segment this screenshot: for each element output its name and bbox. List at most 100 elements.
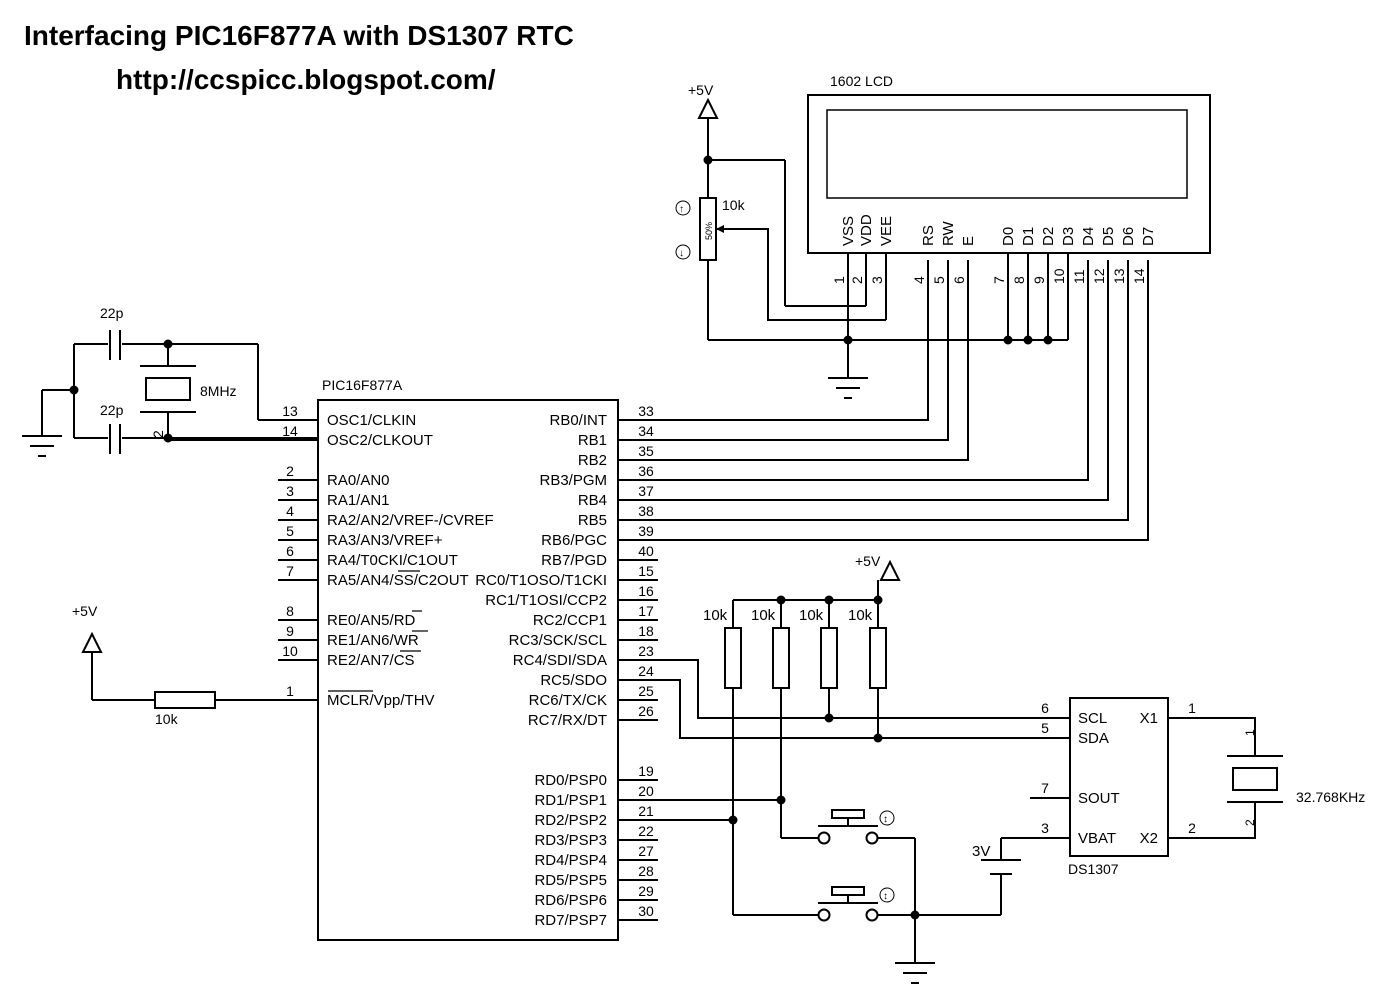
mcu-pin-number: 26 xyxy=(638,703,654,719)
lcd-pin-label: D3 xyxy=(1060,227,1077,246)
vcc-label-pullup: +5V xyxy=(855,553,881,569)
lcd-pin-label: VDD xyxy=(858,214,875,246)
mcu-left-pins: 13OSC1/CLKIN14OSC2/CLKOUT2RA0/AN03RA1/AN… xyxy=(168,403,494,709)
mcu-pin-number: 16 xyxy=(638,583,654,599)
lcd-pin-label: D6 xyxy=(1120,227,1137,246)
mcu-pin-label: OSC2/CLKOUT xyxy=(327,432,433,449)
mcu-pin-label: RA4/T0CKI/C1OUT xyxy=(327,552,458,569)
mcu-right-pins: 33RB0/INT34RB135RB236RB3/PGM37RB438RB539… xyxy=(475,403,658,929)
mcu-pin-label: RE1/AN6/WR xyxy=(327,632,419,649)
lcd-pin-d2: D29 xyxy=(1031,227,1057,284)
rtc-pin-label: SDA xyxy=(1078,730,1109,747)
ground-symbol-buttons xyxy=(895,962,935,984)
mcu-pin-label: RA0/AN0 xyxy=(327,472,390,489)
mcu-pin-label: RD1/PSP1 xyxy=(534,792,607,809)
mcu-pin-number: 29 xyxy=(638,883,654,899)
lcd-pin-number: 13 xyxy=(1111,268,1127,284)
mcu-pin-label: RB3/PGM xyxy=(539,472,607,489)
mcu-pin-number: 40 xyxy=(638,543,654,559)
pot-setting: 50% xyxy=(704,222,714,240)
rtc-pin-number: 7 xyxy=(1041,780,1049,796)
crystal-rtc xyxy=(1232,767,1278,791)
vcc-label-mclr: +5V xyxy=(72,603,98,619)
lcd-pin-label: D2 xyxy=(1040,227,1057,246)
lcd-pin-d0: D07 xyxy=(991,227,1017,284)
cap-bottom-value: 22p xyxy=(100,402,124,418)
pot-value: 10k xyxy=(722,197,746,213)
pullup-value: 10k xyxy=(848,607,873,624)
vcc-label-lcd: +5V xyxy=(688,82,714,98)
mcu-pin-label: RA3/AN3/VREF+ xyxy=(327,532,443,549)
mcu-pin-number: 8 xyxy=(286,603,294,619)
lcd-pin-label: D4 xyxy=(1080,227,1097,246)
mcu-pin-label: RC5/SDO xyxy=(540,672,607,689)
mcu-pin-label: RC4/SDI/SDA xyxy=(513,652,607,669)
pullup-value: 10k xyxy=(751,607,776,624)
mcu-pin-number: 20 xyxy=(638,783,654,799)
rtc-pin-label: X1 xyxy=(1140,710,1158,727)
lcd-pin-rs: RS4 xyxy=(911,225,937,284)
pullup-resistor: 10k xyxy=(848,600,887,689)
lcd-pin-number: 8 xyxy=(1011,276,1027,284)
mcu-pin-label: RC2/CCP1 xyxy=(533,612,607,629)
mcu-pin-label: RB0/INT xyxy=(549,412,607,429)
mcu-pin-label: RD6/PSP6 xyxy=(534,892,607,909)
lcd-pin-label: D1 xyxy=(1020,227,1037,246)
crystal-mcu-pin2: 2 xyxy=(150,430,166,438)
mcu-pin-number: 18 xyxy=(638,623,654,639)
mcu-pin-number: 22 xyxy=(638,823,654,839)
pullup-resistor: 10k xyxy=(799,600,838,689)
mcu-pin-number: 13 xyxy=(282,403,298,419)
mcu-pin-number: 1 xyxy=(286,683,294,699)
pullup-resistor: 10k xyxy=(751,600,790,689)
mcu-pin-label: RB4 xyxy=(578,492,607,509)
mcu-pin-label: RD7/PSP7 xyxy=(534,912,607,929)
mcu-pin-label: RB6/PGC xyxy=(541,532,607,549)
lcd-pin-number: 4 xyxy=(911,276,927,284)
mcu-pin-number: 6 xyxy=(286,543,294,559)
mcu-pin-label: RC7/RX/DT xyxy=(528,712,607,729)
mcu-pin-number: 15 xyxy=(638,563,654,579)
lcd-pin-number: 12 xyxy=(1091,268,1107,284)
rtc-pin-vbat: VBAT 3 xyxy=(1041,820,1116,847)
mcu-pin-number: 38 xyxy=(638,503,654,519)
mcu-pin-number: 2 xyxy=(286,463,294,479)
vcc-arrow-lcd xyxy=(697,97,719,119)
crystal-rtc-pin1: 1 xyxy=(1243,729,1257,736)
rtc-pin-number: 3 xyxy=(1041,820,1049,836)
button-2 xyxy=(831,886,865,896)
rtc-pin-label: VBAT xyxy=(1078,830,1116,847)
mcu-pin-label: RC3/SCK/SCL xyxy=(509,632,607,649)
mcu-name: PIC16F877A xyxy=(322,377,403,393)
mcu-pin-label: RE2/AN7/CS xyxy=(327,652,415,669)
lcd-pin-number: 6 xyxy=(951,276,967,284)
lcd-pin-number: 1 xyxy=(831,276,847,284)
lcd-name: 1602 LCD xyxy=(830,73,893,89)
mcu-pin-number: 34 xyxy=(638,423,654,439)
ground-symbol-osc xyxy=(22,435,62,457)
